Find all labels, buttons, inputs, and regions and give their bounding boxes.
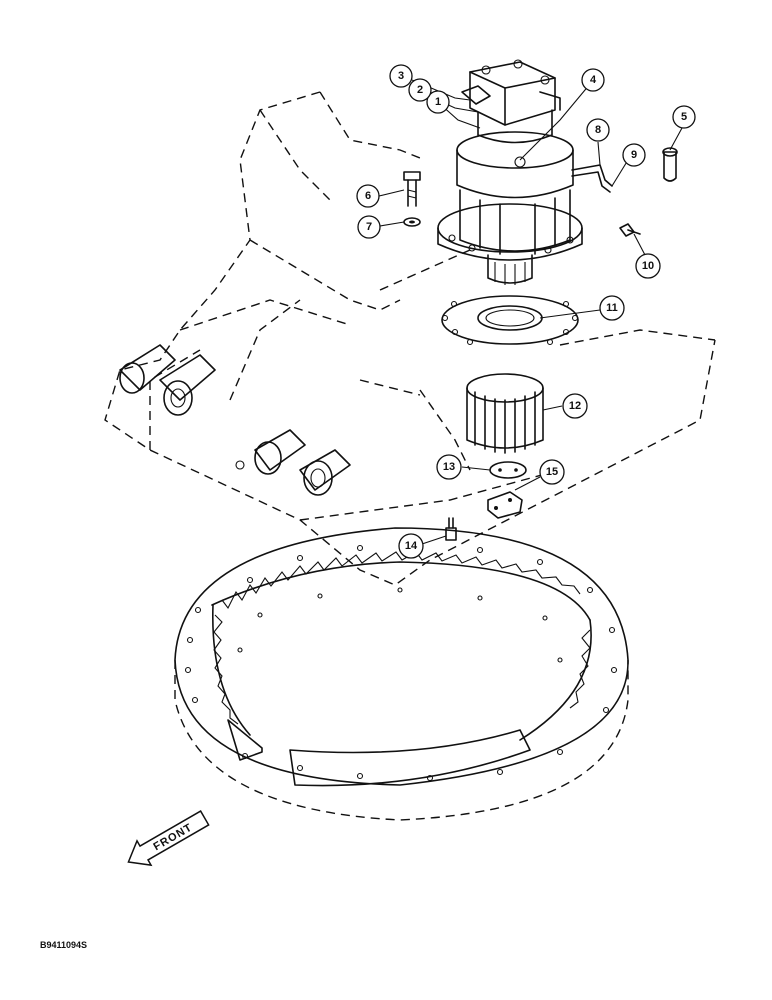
svg-text:11: 11 [606, 302, 618, 314]
svg-text:10: 10 [642, 260, 654, 272]
front-direction-arrow: FRONT [127, 810, 210, 867]
mounting-bolt [403, 171, 421, 207]
callout-9: 9 [622, 143, 646, 167]
elbow-fitting [619, 223, 641, 237]
callout-15: 15 [539, 459, 565, 485]
svg-text:9: 9 [631, 149, 637, 161]
callout-6: 6 [356, 184, 380, 208]
callout-7: 7 [357, 215, 381, 239]
drawing-code: B9411094S [40, 940, 87, 950]
motor-mounting-base [441, 295, 579, 346]
stopper-block [487, 491, 523, 519]
stopper-bolt [445, 517, 457, 541]
svg-text:1: 1 [435, 96, 441, 108]
callout-3: 3 [389, 64, 413, 88]
svg-text:5: 5 [681, 111, 687, 123]
drain-pipe [571, 164, 613, 193]
callout-8: 8 [586, 118, 610, 142]
svg-text:8: 8 [595, 124, 601, 136]
callout-12: 12 [562, 393, 588, 419]
svg-text:12: 12 [569, 400, 581, 412]
upper-structure-frame [104, 91, 716, 586]
svg-text:13: 13 [443, 461, 455, 473]
callout-5: 5 [672, 105, 696, 129]
svg-text:3: 3 [398, 70, 404, 82]
retaining-plate [489, 461, 527, 479]
svg-text:2: 2 [417, 84, 423, 96]
svg-text:4: 4 [590, 74, 597, 86]
boom-foot-bosses [119, 344, 351, 496]
plug-fitting [662, 147, 678, 182]
svg-text:6: 6 [365, 190, 371, 202]
swing-motor-assembly [437, 59, 583, 285]
callout-13: 13 [436, 454, 462, 480]
callout-10: 10 [635, 253, 661, 279]
swing-bearing-ring [174, 527, 629, 821]
lock-washer [403, 217, 421, 227]
pinion-gear [466, 373, 544, 454]
svg-text:14: 14 [405, 540, 418, 552]
callout-4: 4 [581, 68, 605, 92]
svg-text:15: 15 [546, 466, 558, 478]
callout-14: 14 [398, 533, 424, 559]
callout-1: 1 [426, 90, 450, 114]
svg-text:7: 7 [366, 221, 372, 233]
callout-2: 2 [408, 78, 432, 102]
callout-11: 11 [599, 295, 625, 321]
